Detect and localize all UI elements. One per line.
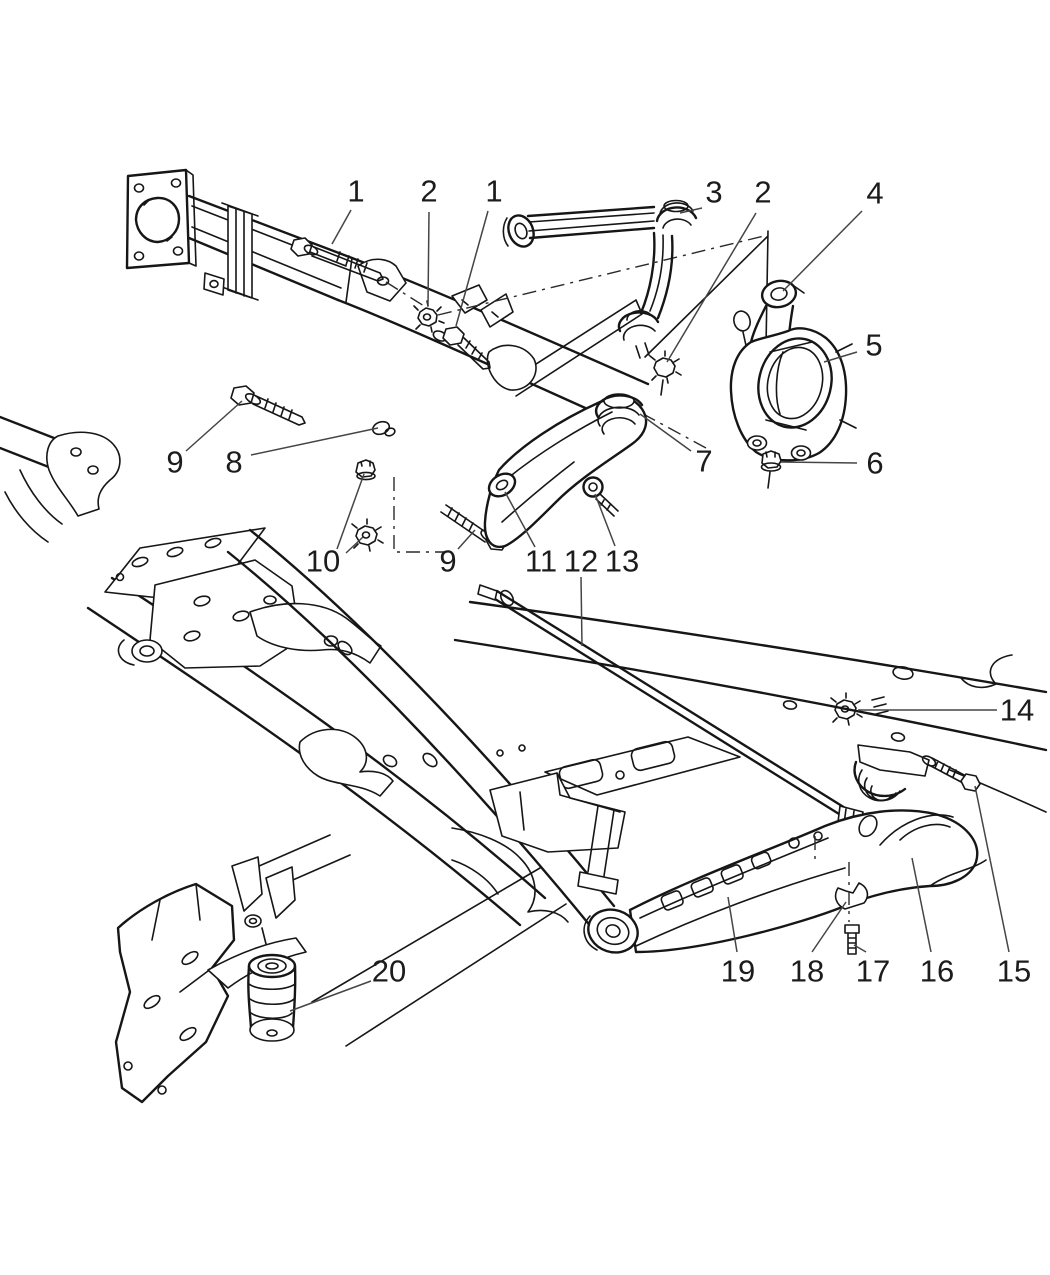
callout-label: 5 — [865, 328, 882, 363]
leader-line — [853, 944, 867, 953]
callout-label: 7 — [695, 444, 712, 479]
callout-label: 11 — [525, 544, 557, 579]
bolt-9a — [230, 385, 306, 426]
leader-line — [427, 211, 430, 307]
bolt-1b — [442, 326, 491, 370]
frame-rails-center — [86, 527, 616, 930]
leader-line — [331, 209, 352, 245]
leader-line — [580, 576, 583, 647]
callout-label: 2 — [420, 174, 437, 209]
callout-label: 18 — [790, 954, 824, 989]
jounce-bumper-bracket — [114, 834, 567, 1104]
callout-label: 10 — [306, 544, 340, 579]
callout-label: 1 — [485, 174, 502, 209]
bolt-1a — [290, 237, 384, 282]
frame-rail-right — [453, 600, 1048, 813]
frame-rail-front — [336, 256, 650, 422]
callout-label: 1 — [347, 174, 364, 209]
leader-line — [457, 529, 476, 550]
nut-10a — [355, 459, 376, 481]
nut-2a — [413, 300, 445, 333]
callout-label: 8 — [225, 445, 242, 480]
callout-label: 9 — [166, 445, 183, 480]
callout-label: 15 — [997, 954, 1031, 989]
upper-control-arm — [502, 199, 698, 359]
leader-line — [504, 491, 536, 548]
steering-knuckle — [729, 279, 857, 462]
leader-line — [782, 210, 863, 292]
callout-label: 9 — [439, 544, 456, 579]
callout-label: 19 — [721, 954, 755, 989]
leader-line — [336, 473, 365, 550]
callout-label: 6 — [866, 446, 883, 481]
callout-label: 4 — [866, 176, 883, 211]
center-crossmember — [451, 736, 741, 923]
callout-label: 2 — [754, 175, 771, 210]
callout-label: 20 — [372, 954, 406, 989]
leader-line — [666, 212, 757, 363]
nut-10b — [351, 518, 384, 552]
callout-label: 12 — [564, 544, 598, 579]
leader-line — [455, 210, 489, 327]
leader-line — [911, 857, 932, 953]
lower-control-arm — [583, 809, 987, 954]
leader-line — [345, 536, 364, 554]
callout-label: 14 — [1000, 693, 1034, 728]
leader-line — [727, 896, 738, 953]
leader-line — [974, 785, 1010, 953]
nut-6 — [760, 450, 782, 489]
callout-label: 13 — [605, 544, 639, 579]
washer-8 — [371, 420, 396, 437]
callout-label: 16 — [920, 954, 954, 989]
leader-line — [594, 493, 616, 547]
callout-label: 3 — [705, 175, 722, 210]
nut-2b — [649, 350, 682, 396]
leader-line — [780, 461, 858, 464]
frame-horn-mounting-plate — [125, 168, 354, 303]
left-spring-bracket — [0, 415, 121, 543]
leader-line — [679, 207, 703, 214]
leader-line — [811, 901, 847, 953]
leader-line — [250, 427, 379, 456]
lower-control-arm-upper-view — [393, 393, 648, 553]
nut-14 — [830, 692, 889, 726]
leader-line — [185, 400, 243, 452]
leader-line — [289, 980, 372, 1012]
callout-label: 17 — [856, 954, 890, 989]
torsion-anchor-and-adjuster — [814, 744, 981, 955]
leader-line — [823, 351, 858, 363]
leader-line — [639, 413, 692, 452]
